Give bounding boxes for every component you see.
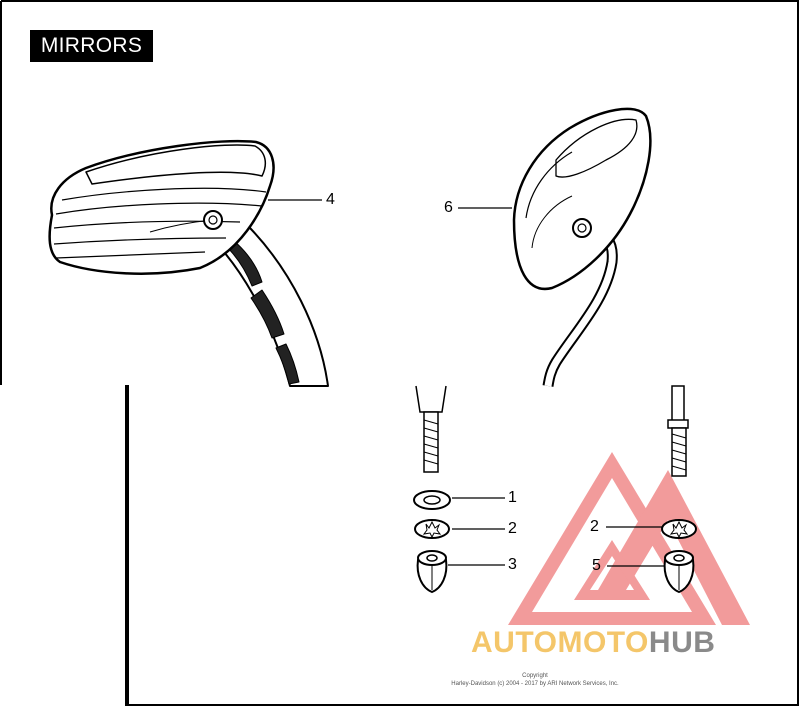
copyright-line-2: Harley-Davidson (c) 2004 - 2017 by ARI N… xyxy=(451,681,619,687)
copyright-notice: Copyright Harley-Davidson (c) 2004 - 201… xyxy=(450,672,620,688)
watermark-wordmark: AUTOMOTOHUB xyxy=(471,626,796,660)
callout-2-left: 2 xyxy=(508,520,517,537)
right-mirror-assembly xyxy=(512,107,652,387)
watermark-text-b: HUB xyxy=(648,626,716,659)
right-hardware-stack xyxy=(661,385,697,594)
callout-4: 4 xyxy=(326,191,335,208)
acorn-nut xyxy=(416,550,448,594)
flat-washer xyxy=(413,490,451,510)
leader-lines xyxy=(268,199,664,567)
callout-5: 5 xyxy=(592,557,601,574)
left-hardware-stack xyxy=(413,385,451,594)
lock-washer-right xyxy=(661,519,697,539)
callout-6: 6 xyxy=(444,199,453,216)
acorn-nut-right xyxy=(663,550,695,594)
left-mirror-assembly xyxy=(48,139,329,387)
callout-3: 3 xyxy=(508,556,517,573)
callout-1: 1 xyxy=(508,489,517,506)
callout-2-right: 2 xyxy=(590,518,599,535)
watermark-logo xyxy=(508,452,750,625)
lock-washer-left xyxy=(414,519,450,539)
copyright-line-1: Copyright xyxy=(522,673,548,679)
watermark-text-a: AUTOMOTO xyxy=(471,626,649,659)
page-title: MIRRORS xyxy=(30,30,153,62)
